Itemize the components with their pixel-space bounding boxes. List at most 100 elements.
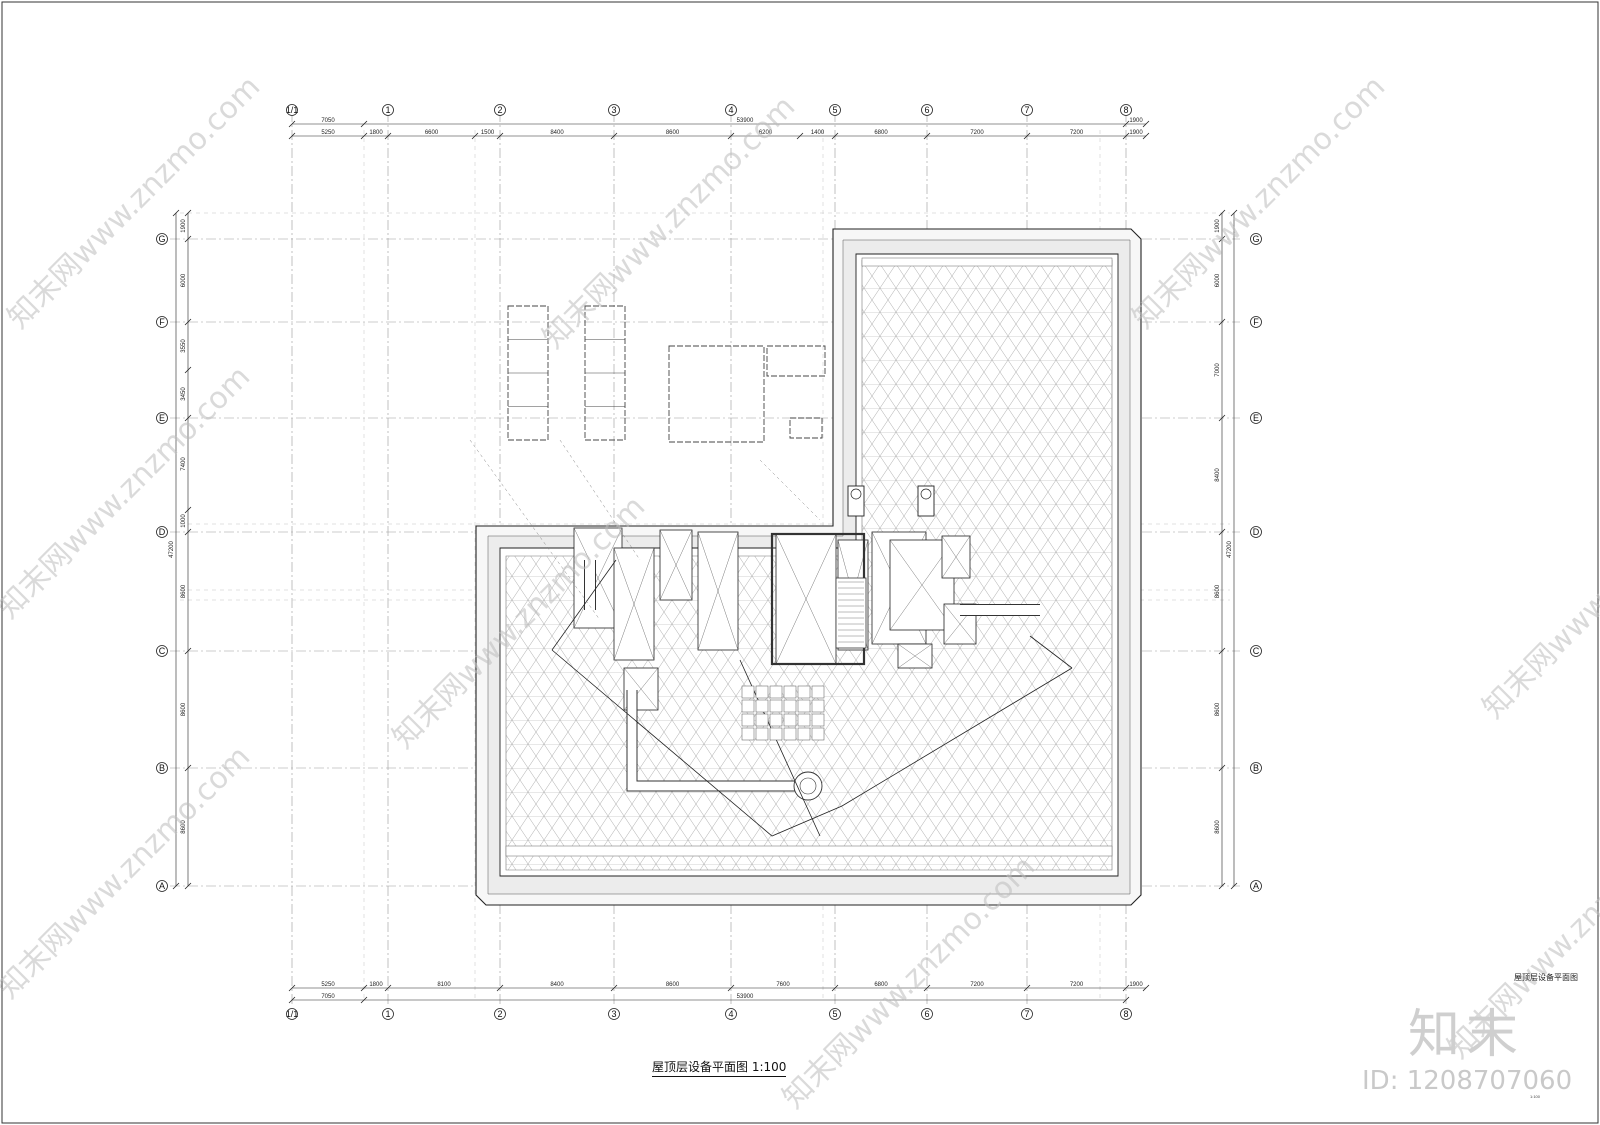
dim-bottom-span-tick — [384, 984, 392, 992]
grid-col-top-label-bubble — [382, 104, 394, 116]
grid-col-bottom-label-bubble — [494, 1008, 506, 1020]
dim-bottom-overall-text: 53900 — [737, 994, 754, 1000]
roof-panel-cell — [811, 727, 825, 741]
equipment-diagonal — [613, 547, 655, 661]
dim-bottom-overall-text: 7050 — [321, 994, 335, 1000]
dim-right-text: 8600 — [1215, 584, 1221, 598]
scale-note: 1:100 — [1530, 1094, 1541, 1099]
dim-top-span-text: 6200 — [759, 130, 773, 136]
dim-bottom-span-text: 1900 — [1129, 982, 1143, 988]
roof-fan-icon — [920, 488, 932, 500]
grid-col-bottom-label: 1/1 — [286, 1009, 299, 1019]
grid-col-bottom-label-bubble — [725, 1008, 737, 1020]
upper-structure — [766, 345, 826, 377]
roof-fan-unit — [847, 485, 865, 517]
sheet-label: 屋顶层设备平面图 — [1514, 973, 1578, 982]
roof-panel-cell — [741, 699, 755, 713]
dim-left-tick — [184, 235, 192, 243]
dim-left-text: 1000 — [181, 514, 187, 528]
dim-top-overall-text: 53900 — [737, 118, 754, 124]
grid-row-left-label-bubble — [156, 316, 168, 328]
dim-top-span-tick — [923, 132, 931, 140]
dim-left-tick — [184, 882, 192, 890]
grid-row-left-label: E — [159, 413, 165, 423]
roof-panel-cell — [811, 699, 825, 713]
stair-flight — [835, 577, 867, 649]
grid-row-right-label: C — [1253, 646, 1260, 656]
grid-row-left-label: D — [159, 527, 166, 537]
grid-col-top-label-bubble — [1021, 104, 1033, 116]
dim-left-tick — [184, 506, 192, 514]
dim-top-overall-tick — [1122, 120, 1130, 128]
grid-col-top-label: 6 — [924, 105, 929, 115]
grid-col-bottom-label-bubble — [1021, 1008, 1033, 1020]
grid-row-left-label: C — [159, 646, 166, 656]
dim-top-span-tick — [288, 132, 296, 140]
grid-col-bottom-label: 2 — [497, 1009, 502, 1019]
dim-bottom-span-tick — [831, 984, 839, 992]
grid-col-top-label: 1/1 — [286, 105, 299, 115]
grid-row-right-label: A — [1253, 881, 1259, 891]
equipment-diagonal — [697, 531, 739, 651]
grid-row-left-label-bubble — [156, 412, 168, 424]
grid-row-left-label-bubble — [156, 233, 168, 245]
grid-col-top-label-bubble — [725, 104, 737, 116]
roof-panel-cell — [741, 713, 755, 727]
fan-hub — [799, 777, 817, 795]
grid-row-right-label: D — [1253, 527, 1260, 537]
grid-col-bottom-label-bubble — [382, 1008, 394, 1020]
dim-top-overall-tick — [360, 120, 368, 128]
dim-left-text: 6000 — [181, 273, 187, 287]
dim-bottom-span-tick — [727, 984, 735, 992]
dim-left-text: 1900 — [181, 219, 187, 233]
dim-top-span-tick — [610, 132, 618, 140]
grid-col-bottom-label-bubble — [1120, 1008, 1132, 1020]
grid-row-left-label: A — [159, 881, 165, 891]
roof-fan-unit — [917, 485, 935, 517]
dim-right-tick — [1218, 414, 1226, 422]
slope-line — [551, 559, 1073, 669]
dim-top-span-text: 6800 — [874, 130, 888, 136]
dim-top-span-tick — [796, 132, 804, 140]
fan-icon — [793, 771, 823, 801]
grid-col-top-label: 2 — [497, 105, 502, 115]
equipment-diagonal — [775, 533, 837, 665]
roof-walkway — [505, 845, 1113, 857]
grid-row-left-label-bubble — [156, 762, 168, 774]
dim-right-tick — [1218, 764, 1226, 772]
dim-left-tick — [184, 647, 192, 655]
grid-col-bottom-label: 7 — [1024, 1009, 1029, 1019]
dim-bottom-span-text: 1800 — [369, 982, 383, 988]
dim-right-tick — [1218, 882, 1226, 890]
watermark-text: 知末网www.znzmo.com — [0, 739, 257, 1005]
roof-panel-cell — [769, 727, 783, 741]
dim-bottom-span-text: 7200 — [1070, 982, 1084, 988]
dim-right-text: 6000 — [1215, 273, 1221, 287]
dim-bottom-span-tick — [288, 984, 296, 992]
dim-top-span-tick — [831, 132, 839, 140]
dim-top-overall-text: 1900 — [1129, 118, 1143, 124]
roof-panel-cell — [783, 699, 797, 713]
roof-panel-cell — [769, 713, 783, 727]
dim-bottom-span-text: 6800 — [874, 982, 888, 988]
watermark-text: 知末网www.znzmo.com — [0, 359, 257, 625]
roof-fan-icon — [850, 488, 862, 500]
dim-right-text: 8600 — [1215, 702, 1221, 716]
dim-top-span-tick — [471, 132, 479, 140]
dim-bottom-span-tick — [1023, 984, 1031, 992]
dim-bottom-span-tick — [360, 984, 368, 992]
dim-top-span-tick — [727, 132, 735, 140]
dim-left-tick — [184, 414, 192, 422]
watermark-text: 知末网www.znzmo.com — [1, 69, 267, 335]
grid-col-bottom-label: 5 — [832, 1009, 837, 1019]
dim-bottom-span-text: 8600 — [666, 982, 680, 988]
dim-bottom-span-tick — [496, 984, 504, 992]
roof-walkway — [861, 257, 1113, 267]
dim-top-span-text: 7200 — [970, 130, 984, 136]
dim-right-tick — [1218, 209, 1226, 217]
dim-top-span-tick — [360, 132, 368, 140]
brand-id: ID: 1208707060 — [1362, 1066, 1573, 1096]
dim-left-overall-tick — [172, 209, 180, 217]
grid-row-right-label-bubble — [1250, 316, 1262, 328]
